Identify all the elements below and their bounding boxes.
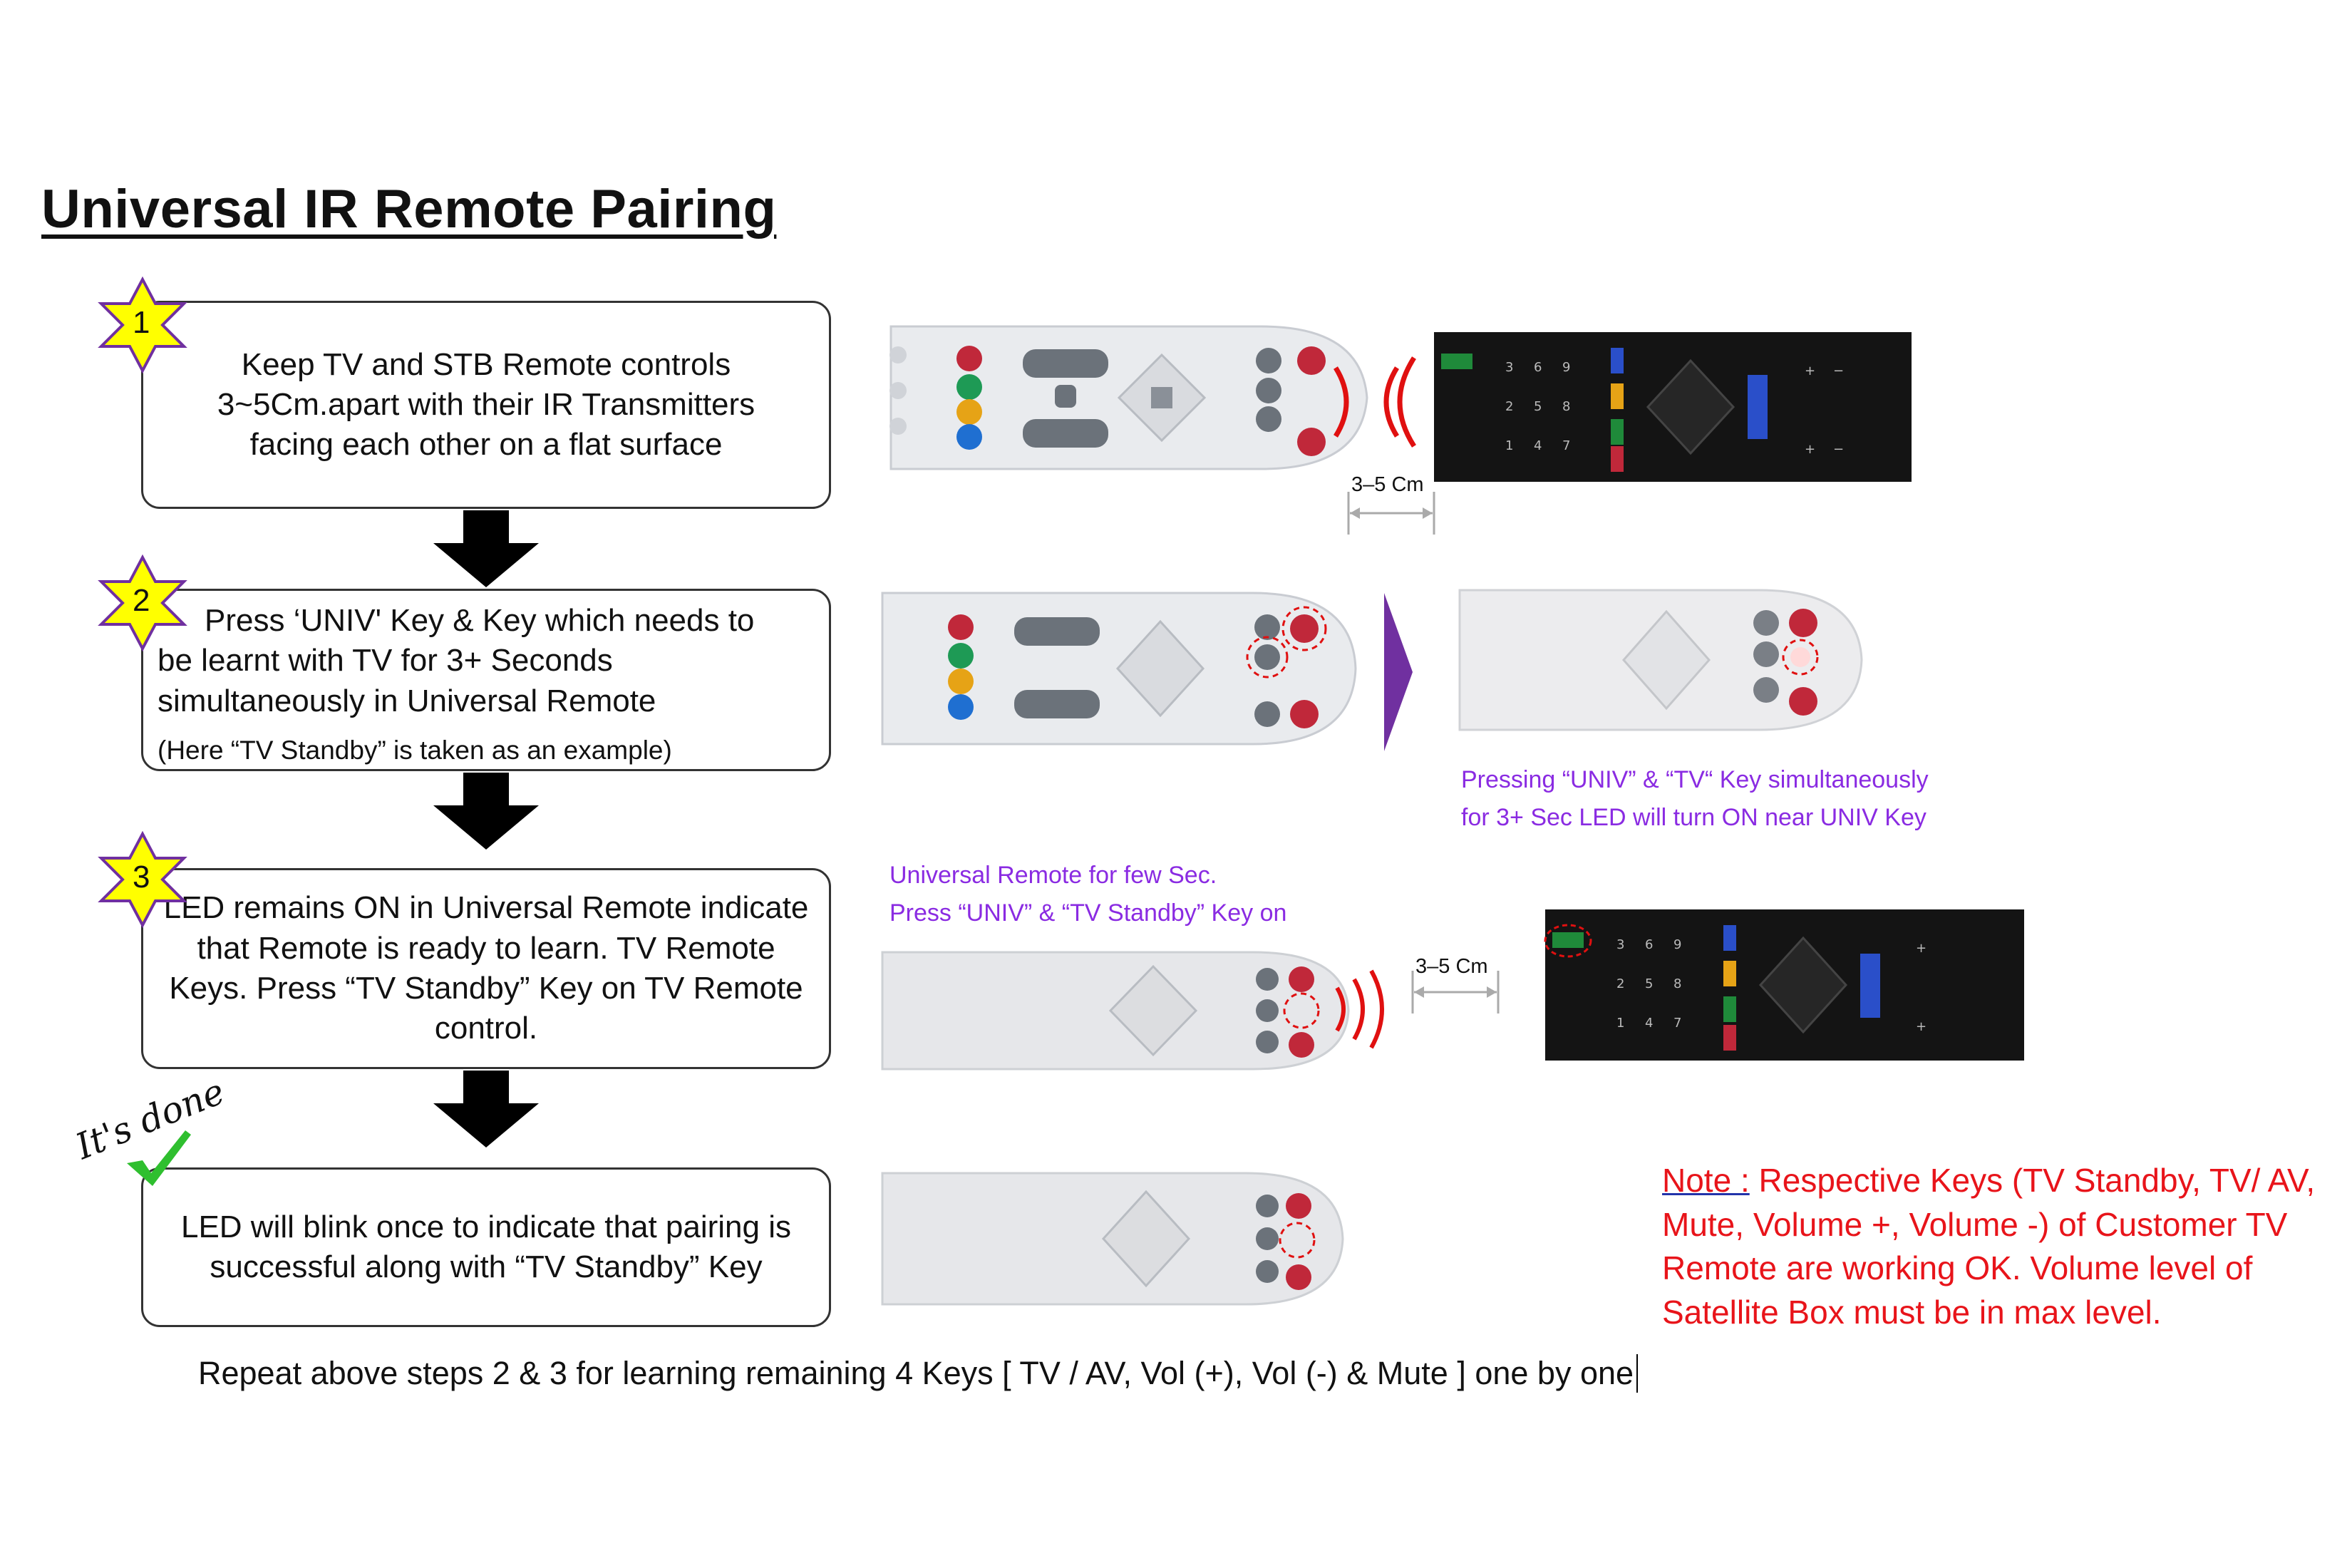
svg-text:+: + bbox=[1805, 363, 1815, 378]
tv-remote-image: 3 6 9 2 5 8 1 4 7 + + bbox=[1544, 909, 2024, 1061]
down-arrow-icon bbox=[433, 510, 539, 587]
svg-text:7: 7 bbox=[1562, 438, 1570, 453]
checkmark-icon bbox=[127, 1130, 191, 1186]
step-3-text: LED remains ON in Universal Remote indic… bbox=[163, 890, 809, 1046]
svg-text:6: 6 bbox=[1645, 937, 1653, 952]
svg-text:7: 7 bbox=[1673, 1016, 1681, 1031]
note-text: Respective Keys (TV Standby, TV/ AV, Mut… bbox=[1662, 1162, 2316, 1331]
svg-text:4: 4 bbox=[1645, 1016, 1653, 1031]
pressing-caption-line-1: Pressing “UNIV” & “TV“ Key simultaneousl… bbox=[1461, 766, 1929, 793]
step-1-number: 1 bbox=[133, 305, 150, 340]
svg-text:5: 5 bbox=[1645, 976, 1653, 991]
universal-caption-line-2: Press “UNIV” & “TV Standby” Key on bbox=[889, 899, 1287, 927]
step-2-line-3: simultaneously in Universal Remote bbox=[158, 683, 656, 718]
note-label: Note : bbox=[1662, 1162, 1750, 1199]
repeat-text: Repeat above steps 2 & 3 for learning re… bbox=[198, 1355, 1634, 1391]
svg-text:+: + bbox=[1916, 941, 1927, 956]
svg-text:+: + bbox=[1805, 442, 1815, 457]
svg-text:−: − bbox=[1833, 363, 1844, 378]
step-1-box: Keep TV and STB Remote controls 3~5Cm.ap… bbox=[141, 301, 831, 509]
note-paragraph: Note : Respective Keys (TV Standby, TV/ … bbox=[1662, 1159, 2346, 1335]
svg-text:8: 8 bbox=[1562, 399, 1570, 414]
svg-text:5: 5 bbox=[1534, 399, 1542, 414]
ir-wave-icon bbox=[1334, 356, 1416, 448]
distance-label-1: 3–5 Cm bbox=[1351, 473, 1424, 496]
page-title: Universal IR Remote Pairing bbox=[41, 179, 777, 239]
svg-text:8: 8 bbox=[1673, 976, 1681, 991]
play-triangle-icon bbox=[1384, 593, 1413, 751]
universal-remote-led-image bbox=[1458, 589, 1863, 731]
universal-caption-line-1: Universal Remote for few Sec. bbox=[889, 862, 1217, 889]
pressing-caption-line-2: for 3+ Sec LED will turn ON near UNIV Ke… bbox=[1461, 803, 1927, 831]
universal-remote-image bbox=[889, 325, 1368, 470]
distance-label-2: 3–5 Cm bbox=[1415, 955, 1488, 978]
ir-wave-icon bbox=[1335, 969, 1384, 1049]
svg-text:−: − bbox=[1833, 442, 1844, 457]
svg-text:6: 6 bbox=[1534, 360, 1542, 375]
step-3-number: 3 bbox=[133, 860, 150, 894]
svg-text:+: + bbox=[1916, 1019, 1927, 1034]
step-2-example-note: (Here “TV Standby” is taken as an exampl… bbox=[158, 735, 672, 765]
distance-dimension-icon bbox=[1411, 971, 1500, 1013]
step-2-line-2: be learnt with TV for 3+ Seconds bbox=[158, 643, 613, 679]
down-arrow-icon bbox=[433, 1071, 539, 1147]
star-badge-icon bbox=[98, 830, 187, 929]
step-4-text: LED will blink once to indicate that pai… bbox=[180, 1209, 791, 1284]
step-3-box: LED remains ON in Universal Remote indic… bbox=[141, 868, 831, 1069]
svg-text:2: 2 bbox=[1616, 976, 1624, 991]
pressing-caption: Pressing “UNIV” & “TV“ Key simultaneousl… bbox=[1461, 761, 1929, 836]
text-cursor bbox=[1636, 1354, 1639, 1393]
tv-remote-image: 3 6 9 2 5 8 1 4 7 + + − − bbox=[1434, 332, 1912, 482]
svg-text:3: 3 bbox=[1616, 937, 1624, 952]
step-1-text: Keep TV and STB Remote controls 3~5Cm.ap… bbox=[217, 346, 755, 463]
universal-remote-learning-image bbox=[881, 951, 1350, 1071]
svg-text:9: 9 bbox=[1562, 360, 1570, 375]
distance-dimension-icon bbox=[1347, 492, 1435, 535]
svg-text:9: 9 bbox=[1673, 937, 1681, 952]
svg-text:1: 1 bbox=[1505, 438, 1513, 453]
step-4-box: LED will blink once to indicate that pai… bbox=[141, 1167, 831, 1327]
down-arrow-icon bbox=[433, 773, 539, 850]
universal-caption: Universal Remote for few Sec. Press “UNI… bbox=[889, 857, 1286, 932]
svg-text:4: 4 bbox=[1534, 438, 1542, 453]
step-2-number: 2 bbox=[133, 583, 150, 618]
step-2-line-1: Press ‘UNIV' Key & Key which needs to bbox=[205, 603, 755, 638]
star-badge-icon bbox=[98, 554, 187, 652]
svg-text:2: 2 bbox=[1505, 399, 1513, 414]
svg-text:3: 3 bbox=[1505, 360, 1513, 375]
repeat-instruction: Repeat above steps 2 & 3 for learning re… bbox=[198, 1354, 1639, 1393]
universal-remote-blink-image bbox=[881, 1172, 1344, 1306]
step-2-box: Press ‘UNIV' Key & Key which needs to be… bbox=[141, 589, 831, 771]
svg-text:1: 1 bbox=[1616, 1016, 1624, 1031]
universal-remote-pressed-image bbox=[881, 592, 1357, 746]
star-badge-icon bbox=[98, 276, 187, 374]
